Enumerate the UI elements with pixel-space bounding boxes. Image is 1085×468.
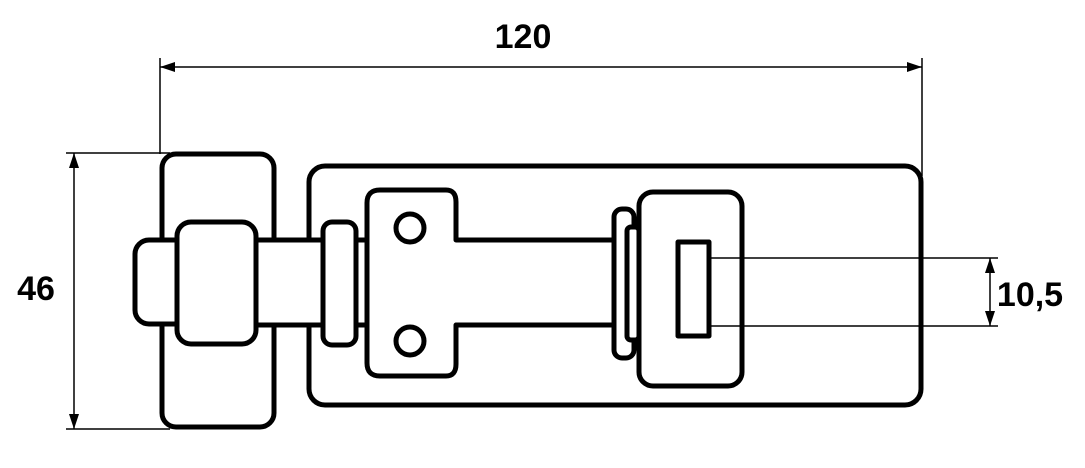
dimension-overall-height: 46 bbox=[17, 152, 170, 430]
arrowhead-bottom bbox=[69, 414, 79, 429]
arrowhead-slot-bottom bbox=[985, 311, 995, 326]
dimension-label-slot: 10,5 bbox=[997, 276, 1063, 314]
bolt-collar bbox=[320, 219, 359, 348]
arrowhead-slot-top bbox=[985, 258, 995, 273]
guide-bracket bbox=[364, 187, 618, 379]
dimension-label-length: 120 bbox=[495, 18, 552, 56]
dimension-label-height: 46 bbox=[17, 270, 55, 308]
keeper-loop bbox=[174, 219, 259, 347]
dimension-overall-length: 120 bbox=[159, 18, 923, 176]
slider-handle-plate bbox=[624, 224, 642, 343]
arrowhead-right bbox=[907, 62, 922, 72]
screw-hole-bottom bbox=[393, 324, 427, 358]
arrowhead-left bbox=[160, 62, 175, 72]
bolt-latch-part bbox=[132, 151, 924, 430]
arrowhead-top bbox=[69, 153, 79, 168]
dimension-slot-height: 10,5 bbox=[709, 257, 1063, 327]
screw-hole-top bbox=[393, 211, 427, 245]
slot bbox=[675, 239, 712, 339]
